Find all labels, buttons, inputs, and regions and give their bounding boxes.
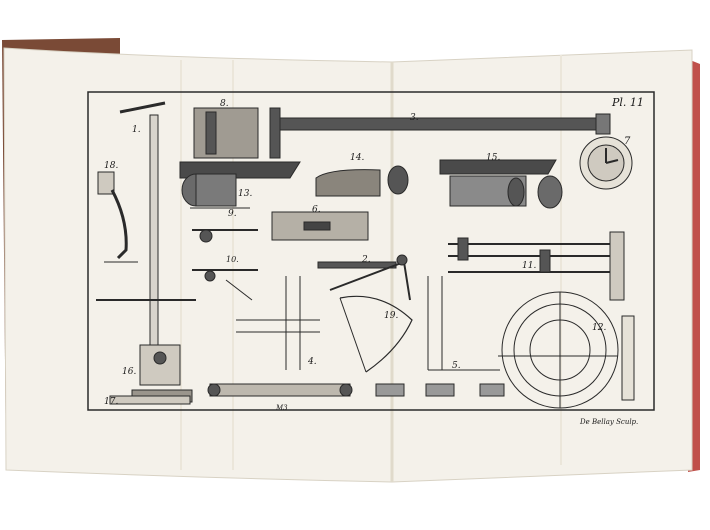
figure-number: 15. <box>486 153 500 163</box>
figure-number: 1. <box>132 125 141 135</box>
figure-8-hinge-plate <box>193 107 259 159</box>
figure-18-bracket <box>97 171 138 263</box>
figure-number: 7 <box>624 136 631 147</box>
figure-4-frame <box>207 276 353 397</box>
figure-number: 3. <box>410 113 419 123</box>
figure-number: 16. <box>122 367 136 377</box>
figure-number: 2. <box>361 255 371 265</box>
figure-number: 17. <box>104 397 118 407</box>
plate-number: Pl. 11 <box>611 96 644 109</box>
figure-3-long-bar <box>269 107 611 159</box>
figure-number: 14. <box>350 153 364 163</box>
figure-number: 11. <box>522 261 536 271</box>
figure-5-frame <box>375 276 505 397</box>
figure-number: 6. <box>312 205 321 215</box>
figure-number: 12. <box>592 323 606 333</box>
figure-number: 8. <box>220 99 229 109</box>
figure-number: 18. <box>104 161 118 171</box>
figure-2-and-19-sector <box>317 254 413 373</box>
figure-12-graduated-disc <box>498 291 635 409</box>
figure-6-slide-plate <box>271 211 369 241</box>
figure-13-cylinder <box>179 161 301 209</box>
figure-number: 5. <box>452 361 461 371</box>
figure-number: 10. <box>226 255 239 264</box>
figure-9-and-10-linkages <box>192 229 258 301</box>
engraver-signature: De Bellay Sculp. <box>579 418 638 426</box>
figure-15-cylinder <box>439 159 563 209</box>
figure-number: 19. <box>384 311 398 321</box>
figure-11-linkages <box>448 231 625 301</box>
figure-number: 9. <box>228 209 237 219</box>
figure-14-trough <box>315 165 409 197</box>
scale-label: M3 <box>275 404 288 412</box>
figure-1-graduated-rod <box>96 101 196 403</box>
figure-17-base <box>109 395 191 405</box>
plate-border <box>87 91 655 411</box>
figure-number: 13. <box>238 189 252 199</box>
figure-number: 4. <box>307 357 317 367</box>
figure-7-dial <box>579 136 633 190</box>
